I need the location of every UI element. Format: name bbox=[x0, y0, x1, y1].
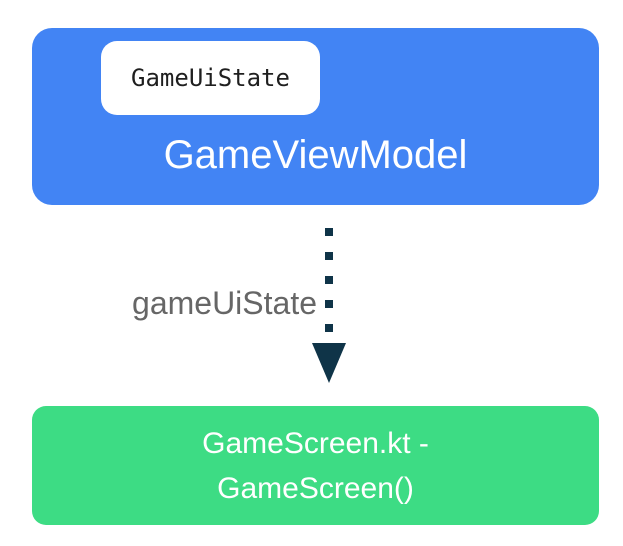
screen-box-title-line1: GameScreen.kt - bbox=[202, 426, 429, 460]
dotted-line-segment bbox=[325, 276, 333, 284]
viewmodel-box-title: GameViewModel bbox=[163, 133, 468, 177]
screen-box: GameScreen.kt - GameScreen() bbox=[32, 406, 599, 525]
dotted-line-segment bbox=[325, 228, 333, 236]
screen-box-title-line2: GameScreen() bbox=[217, 471, 414, 505]
dotted-line-segment bbox=[325, 324, 333, 332]
game-ui-state-chip: GameUiState bbox=[101, 41, 320, 115]
arrow-down-icon bbox=[312, 343, 346, 383]
arrow-label: gameUiState bbox=[132, 285, 317, 321]
game-ui-state-chip-label: GameUiState bbox=[131, 64, 290, 92]
dotted-line-segment bbox=[325, 252, 333, 260]
dotted-line-segment bbox=[325, 300, 333, 308]
viewmodel-box: GameUiState GameViewModel bbox=[32, 28, 599, 205]
dotted-line bbox=[325, 228, 333, 332]
